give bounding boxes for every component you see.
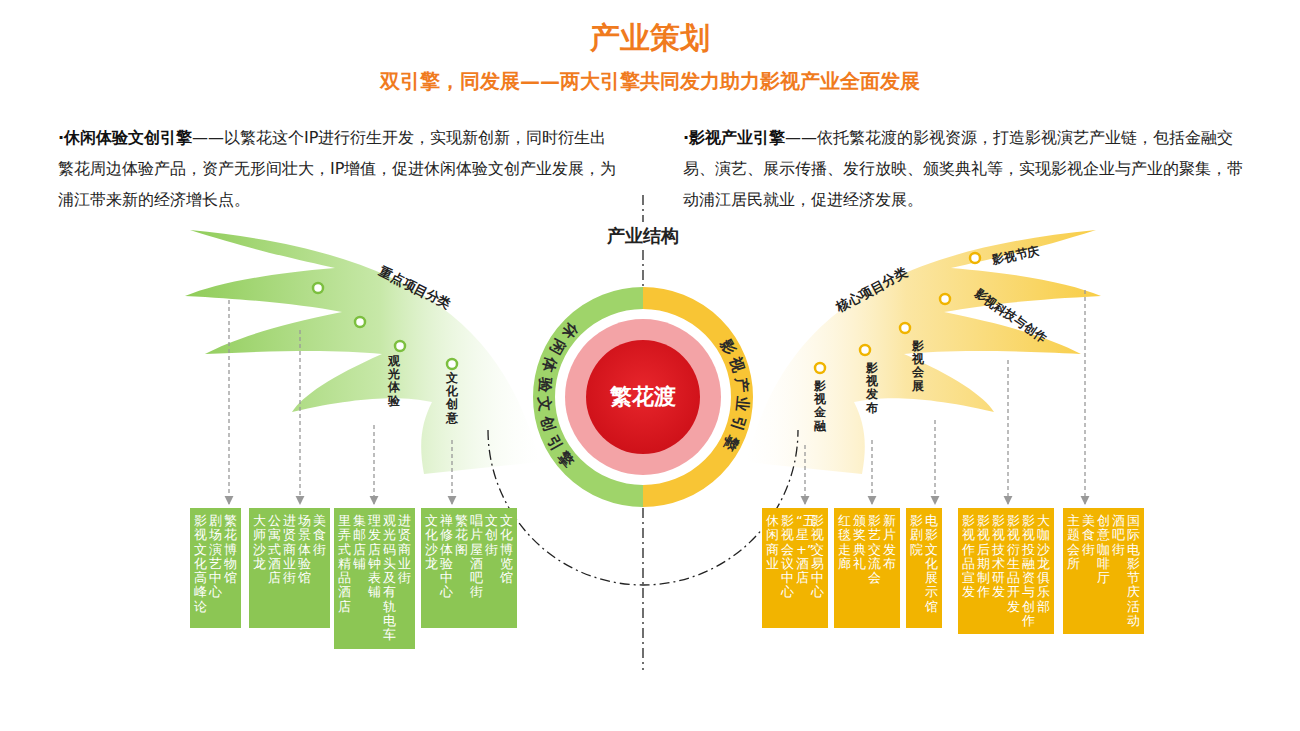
project-item: 新片发布 [883, 514, 896, 571]
dot [313, 283, 323, 293]
project-item: 公寓式酒店 [268, 514, 281, 585]
dot [355, 317, 365, 327]
project-item: 影视作品宣发 [962, 514, 975, 600]
ring-text: 休闲体验文创引擎 [534, 318, 581, 474]
center-axis [642, 508, 643, 670]
project-box: 电影文化展示馆影剧院 [906, 508, 942, 628]
engine-heading: ·影视产业引擎 [683, 128, 785, 147]
project-item: 影视文化高峰论 [194, 514, 207, 614]
dot [395, 341, 405, 351]
right-wing [746, 230, 1101, 474]
leader-arrow [451, 440, 452, 504]
project-item: 禅修体验中心 [440, 514, 453, 600]
project-box: 新片发布影艺交流会颁奖典礼红毯走廊 [834, 508, 900, 628]
center-axis [642, 250, 643, 288]
project-item: 繁花博物馆 [224, 514, 237, 585]
project-item: 创意咖啡厅 [1097, 514, 1110, 585]
project-item: 剧场演艺中心 [209, 514, 222, 600]
project-item: 美食街 [313, 514, 326, 557]
subtitle: 双引擎，同发展——两大引擎共同发力助力影视产业全面发展 [0, 68, 1300, 95]
category-label: 影视会展 [912, 340, 924, 393]
project-item: 影视后期制作 [977, 514, 990, 600]
project-box: 大咖沙龙俱乐部影视投融资与创作影视衍生品开发影视技术研发影视后期制作影视作品宣发 [958, 508, 1054, 634]
project-box: 进贤商业街观光码头及有轨电车理发店钟表铺集邮店铺里弄式精品酒店 [334, 508, 415, 649]
project-item: 文化博览馆 [500, 514, 513, 585]
leader-arrow [934, 420, 935, 504]
project-box: 美食街场景体验馆进贤商业街公寓式酒店大师沙龙 [249, 508, 330, 628]
dot [447, 359, 457, 369]
dot [940, 294, 950, 304]
center-axis [642, 195, 643, 222]
pink-ring [565, 319, 721, 475]
project-item: 影视技术研发 [992, 514, 1005, 600]
leader-arrows [229, 290, 1085, 504]
project-item: 场景体验馆 [298, 514, 311, 585]
project-item: 颁奖典礼 [853, 514, 866, 571]
description-paragraph: ·影视产业引擎——依托繁花渡的影视资源，打造影视演艺产业链，包括金融交易、演艺、… [683, 122, 1255, 215]
dot [815, 363, 825, 373]
project-item: 国际电影节庆活动 [1127, 514, 1140, 628]
dot [900, 323, 910, 333]
leader-arrow [373, 425, 374, 504]
leader-arrow [1007, 360, 1008, 504]
project-item: 影视衍生品开发 [1007, 514, 1020, 614]
project-box: 国际电影节庆活动酒吧街创意咖啡厅美食街主题会所 [1063, 508, 1144, 634]
project-item: 文化沙龙 [425, 514, 438, 571]
project-item: 影视交易中心 [811, 514, 824, 600]
category-label: 影视发布 [866, 362, 878, 415]
project-item: 唱片屋 酒吧街 [470, 514, 483, 600]
project-item: 文创街 [485, 514, 498, 557]
project-item: 繁花阁 [455, 514, 468, 557]
dot [860, 345, 870, 355]
core-circle: 繁花渡 [586, 340, 700, 454]
project-item: 进贤商业街 [398, 514, 411, 585]
category-label: 文化创意 [446, 372, 458, 425]
project-item: 休闲商业 [766, 514, 779, 571]
ring-text-path: 影视产业引擎 [716, 335, 751, 458]
project-item: 酒吧街 [1112, 514, 1125, 557]
project-item: 观光码头及有轨电车 [383, 514, 396, 643]
project-item: 影剧院 [910, 514, 923, 557]
leader-arrow [299, 330, 300, 504]
leader-arrow [871, 440, 872, 504]
leader-arrow [1084, 290, 1085, 504]
project-item: “五星+”酒店 [796, 514, 809, 585]
category-label: 观光体验 [388, 355, 400, 408]
project-box: 影视交易中心“五星+”酒店影视会议中心休闲商业 [762, 508, 828, 628]
leader-arrow [804, 445, 805, 504]
left-wing [185, 230, 540, 474]
leader-arrow [228, 300, 229, 504]
project-item: 影视投融资与创作 [1022, 514, 1035, 628]
project-item: 美食街 [1082, 514, 1095, 557]
engine-heading: ·休闲体验文创引擎 [58, 128, 192, 147]
project-item: 里弄式精品酒店 [338, 514, 351, 614]
project-item: 影艺交流会 [868, 514, 881, 585]
project-item: 电影文化展示馆 [925, 514, 938, 614]
ring-text: 影视产业引擎 [716, 335, 751, 458]
title: 产业策划 [0, 18, 1300, 59]
project-item: 集邮店铺 [353, 514, 366, 571]
axis-lines [488, 195, 798, 670]
category-label: 影视金融 [814, 380, 826, 433]
project-item: 红毯走廊 [838, 514, 851, 571]
project-item: 理发店钟表铺 [368, 514, 381, 600]
project-box: 文化博览馆文创街唱片屋 酒吧街繁花阁禅修体验中心文化沙龙 [421, 508, 517, 628]
core-text: 繁花渡 [610, 382, 676, 412]
project-item: 影视会议中心 [781, 514, 794, 600]
project-item: 主题会所 [1067, 514, 1080, 571]
description-paragraph: ·休闲体验文创引擎——以繁花这个IP进行衍生开发，实现新创新，同时衍生出繁花周边… [58, 122, 618, 215]
project-box: 繁花博物馆剧场演艺中心影视文化高峰论 [190, 508, 241, 628]
project-item: 大咖沙龙俱乐部 [1037, 514, 1050, 614]
project-item: 大师沙龙 [253, 514, 266, 571]
dot [970, 253, 980, 263]
section-label: 产业结构 [607, 224, 679, 248]
project-item: 进贤商业街 [283, 514, 296, 585]
ring-text-path: 休闲体验文创引擎 [534, 318, 581, 474]
